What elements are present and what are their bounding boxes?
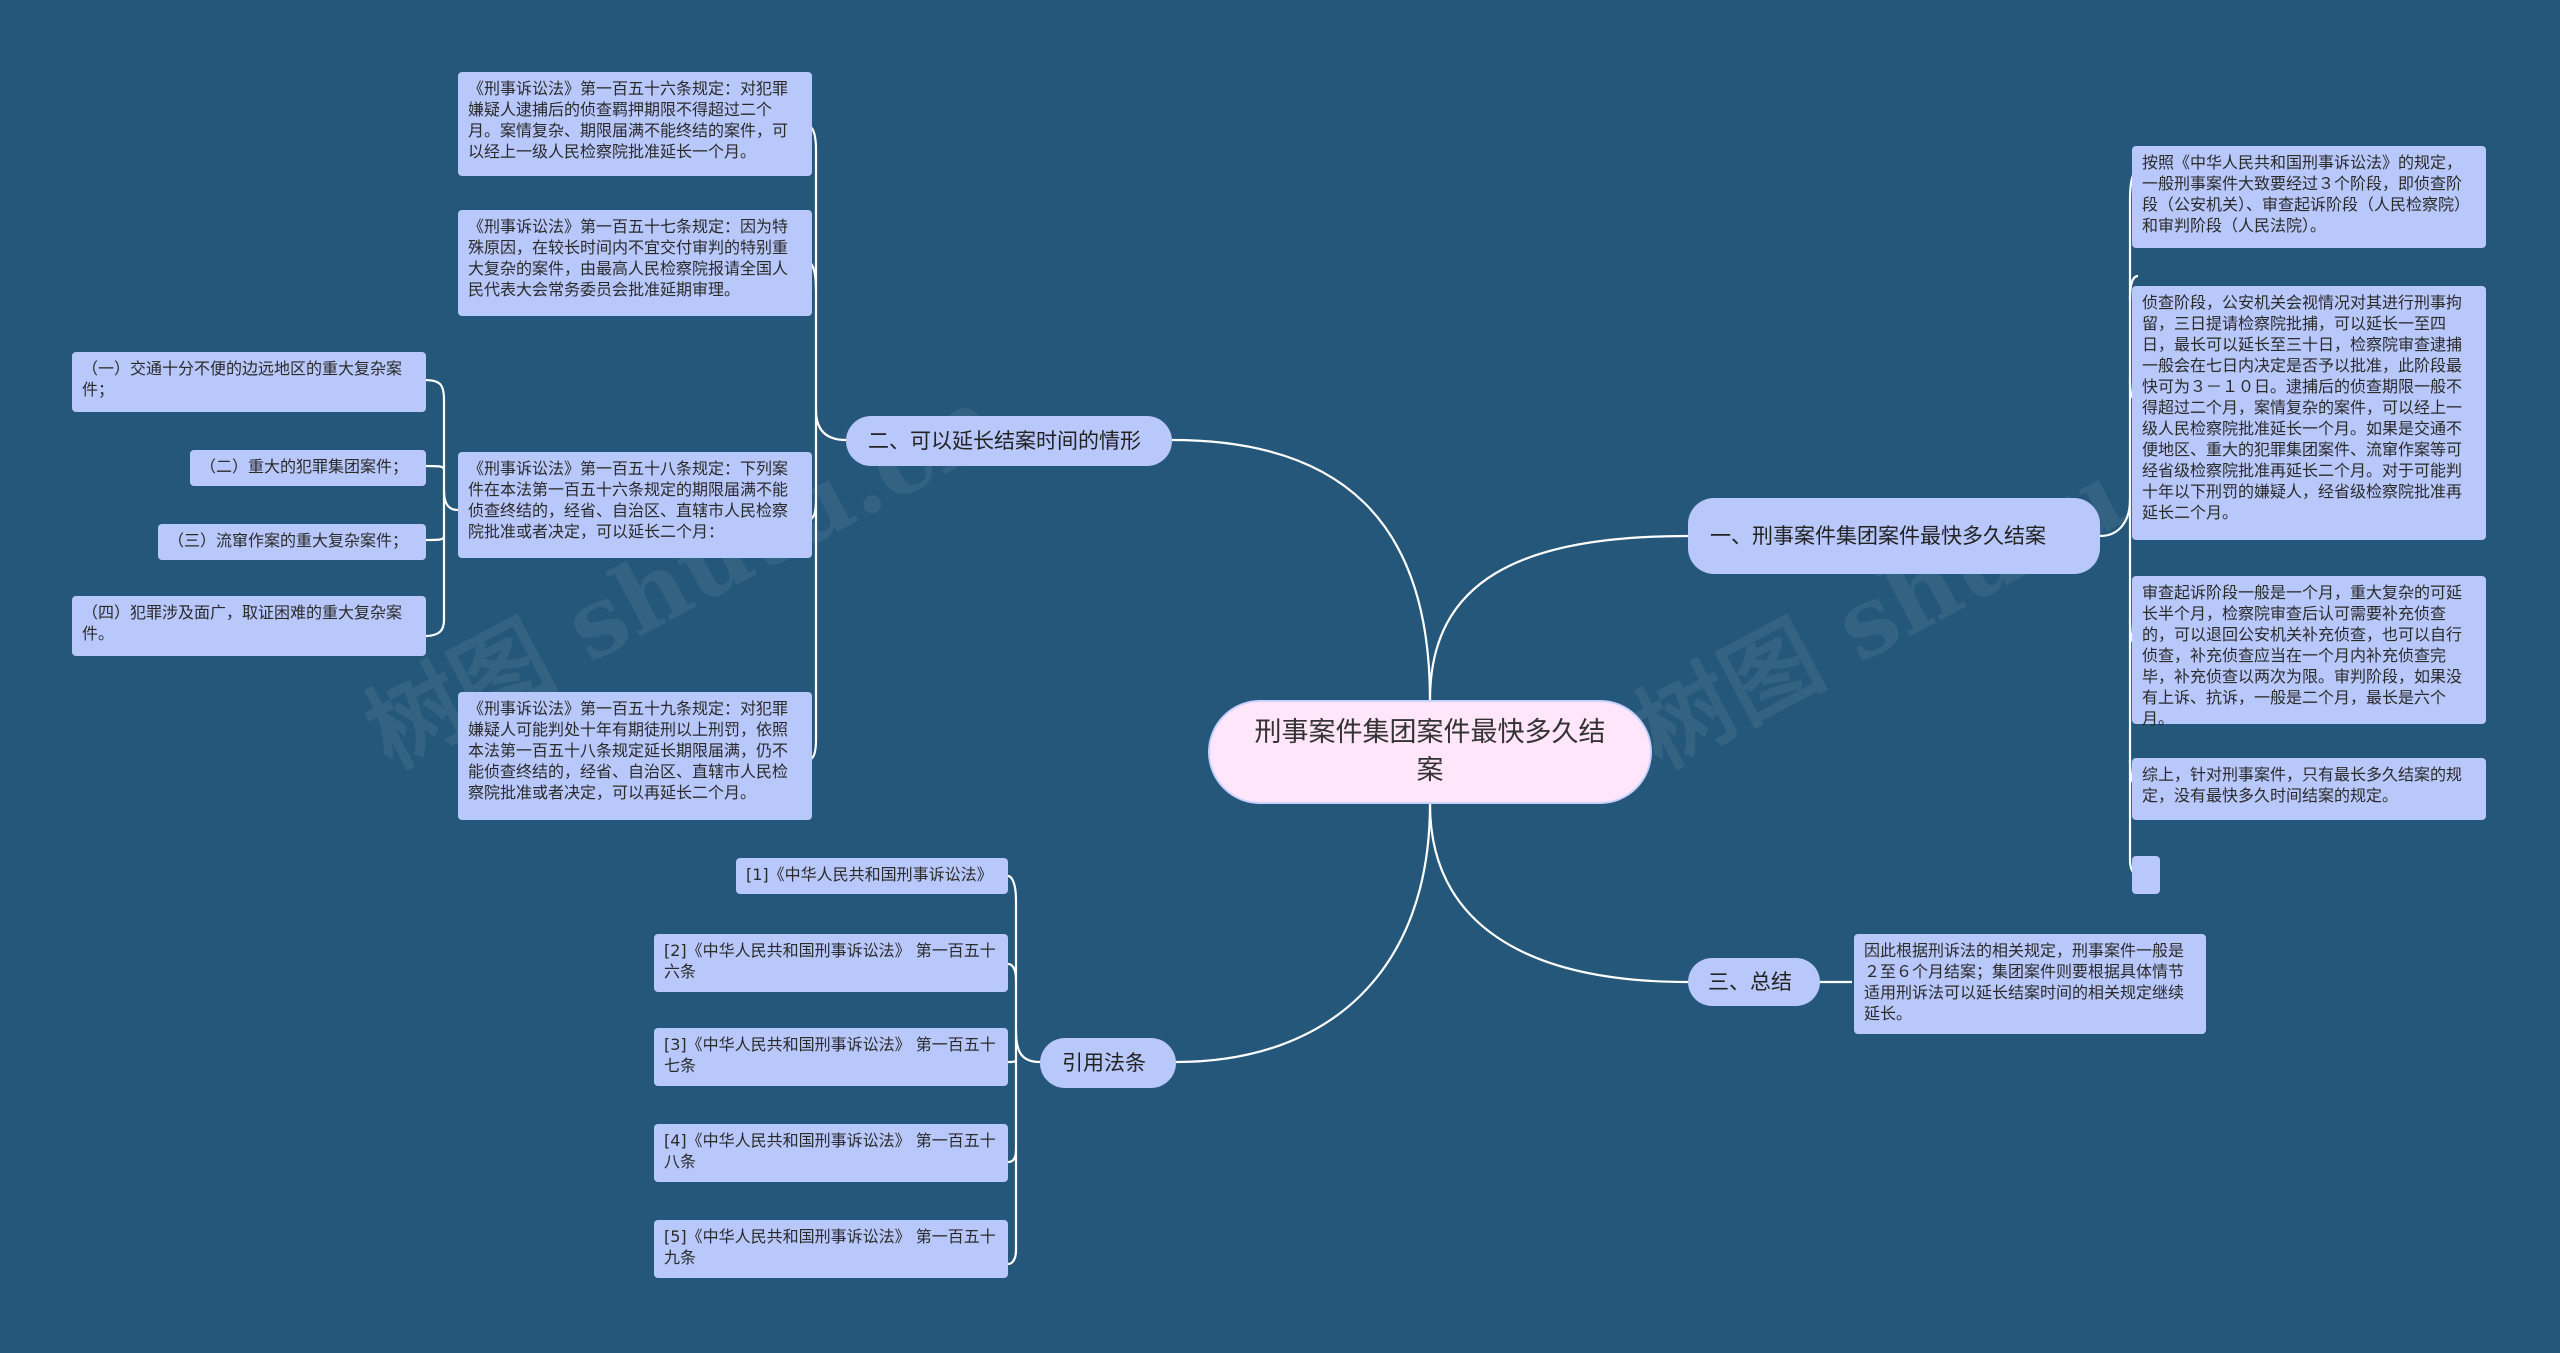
leaf-node[interactable]: 《刑事诉讼法》第一百五十七条规定：因为特殊原因，在较长时间内不宜交付审判的特别重…	[458, 210, 812, 316]
leaf-node[interactable]: 因此根据刑诉法的相关规定，刑事案件一般是２至６个月结案；集团案件则要根据具体情节…	[1854, 934, 2206, 1034]
leaf-node[interactable]: [5]《中华人民共和国刑事诉讼法》 第一百五十九条	[654, 1220, 1008, 1278]
link-b4-bracket	[1007, 874, 1041, 1064]
leaf-node[interactable]: [4]《中华人民共和国刑事诉讼法》 第一百五十八条	[654, 1124, 1008, 1182]
root-topic-label: 刑事案件集团案件最快多久结案	[1254, 717, 1606, 786]
branch-label: 引用法条	[1062, 1051, 1146, 1075]
leaf-node[interactable]: [2]《中华人民共和国刑事诉讼法》 第一百五十六条	[654, 934, 1008, 992]
sub-leaf-node[interactable]: （四）犯罪涉及面广，取证困难的重大复杂案件。	[72, 596, 426, 656]
branch-label: 二、可以延长结案时间的情形	[868, 429, 1141, 453]
leaf-node[interactable]: 《刑事诉讼法》第一百五十九条规定：对犯罪嫌疑人可能判处十年有期徒刑以上刑罚，依照…	[458, 692, 812, 820]
link-b2-bracket	[807, 124, 847, 442]
branch-label: 一、刑事案件集团案件最快多久结案	[1710, 524, 2046, 548]
sub-leaf-node[interactable]: （一）交通十分不便的边远地区的重大复杂案件；	[72, 352, 426, 412]
link-root-b3	[1428, 803, 1689, 984]
link-root-b2	[1171, 438, 1432, 701]
leaf-node[interactable]: 综上，针对刑事案件，只有最长多久结案的规定，没有最快多久时间结案的规定。	[2132, 758, 2486, 820]
leaf-node[interactable]: [3]《中华人民共和国刑事诉讼法》 第一百五十七条	[654, 1028, 1008, 1086]
leaf-node[interactable]: 审查起诉阶段一般是一个月，重大复杂的可延长半个月，检察院审查后认可需要补充侦查的…	[2132, 576, 2486, 728]
branch-node-1[interactable]: 一、刑事案件集团案件最快多久结案	[1688, 498, 2100, 574]
link-root-b4	[1175, 803, 1432, 1064]
leaf-node[interactable]: 《刑事诉讼法》第一百五十八条规定：下列案件在本法第一百五十六条规定的期限届满不能…	[458, 452, 812, 558]
link-root-b1	[1428, 534, 1689, 701]
empty-leaf-node[interactable]	[2132, 856, 2160, 894]
branch-node-2[interactable]: 二、可以延长结案时间的情形	[846, 416, 1172, 466]
sub-leaf-node[interactable]: （二）重大的犯罪集团案件；	[190, 450, 426, 486]
root-topic[interactable]: 刑事案件集团案件最快多久结案	[1208, 700, 1652, 804]
link-sub-bracket	[423, 378, 459, 512]
sub-leaf-node[interactable]: （三）流窜作案的重大复杂案件；	[158, 524, 426, 560]
branch-node-3[interactable]: 三、总结	[1688, 958, 1820, 1006]
branch-label: 三、总结	[1708, 970, 1792, 994]
leaf-node[interactable]: 按照《中华人民共和国刑事诉讼法》的规定，一般刑事案件大致要经过３个阶段，即侦查阶…	[2132, 146, 2486, 248]
leaf-node[interactable]: [1]《中华人民共和国刑事诉讼法》	[736, 858, 1008, 894]
branch-node-4[interactable]: 引用法条	[1040, 1038, 1176, 1088]
leaf-node[interactable]: 《刑事诉讼法》第一百五十六条规定：对犯罪嫌疑人逮捕后的侦查羁押期限不得超过二个月…	[458, 72, 812, 176]
leaf-node[interactable]: 侦查阶段，公安机关会视情况对其进行刑事拘留，三日提请检察院批捕，可以延长一至四日…	[2132, 286, 2486, 540]
